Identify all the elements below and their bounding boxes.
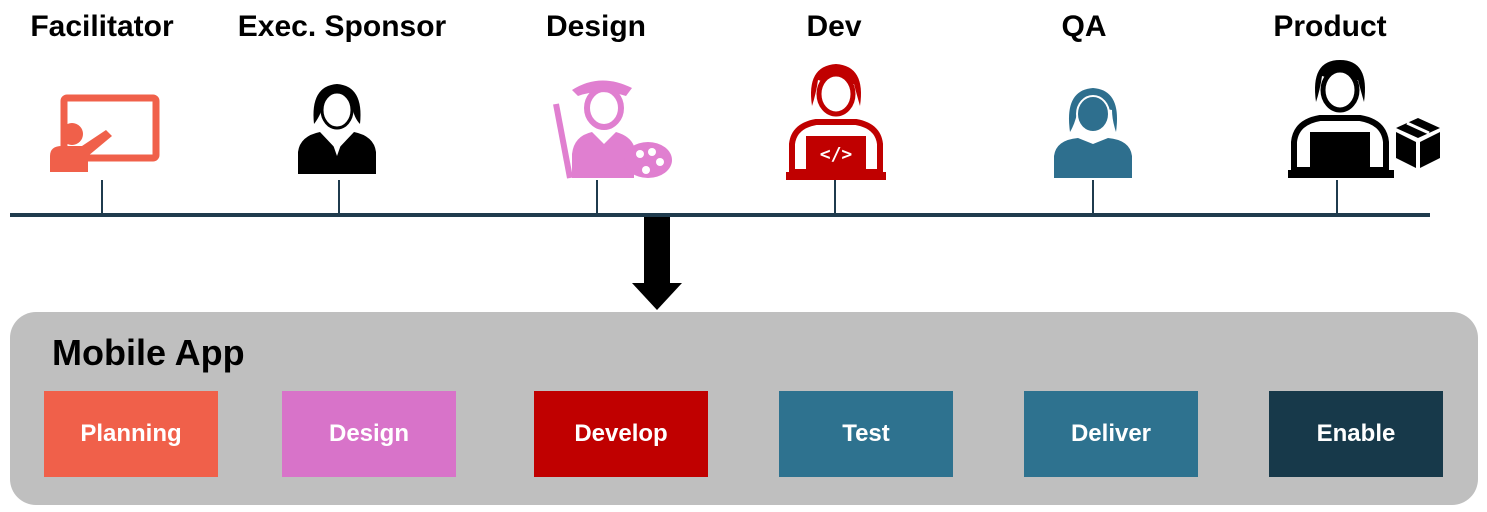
svg-text:</>: </>	[820, 144, 853, 165]
developer-laptop-code-icon: </>	[786, 64, 886, 180]
stage-label: Deliver	[1070, 420, 1152, 447]
stage-develop: Develop	[534, 391, 708, 477]
timeline-tick-dev	[834, 180, 836, 214]
timeline-line	[10, 213, 1430, 217]
stage-deliver: Deliver	[1024, 391, 1198, 477]
role-dev: Dev	[714, 0, 954, 215]
role-product: Product	[1210, 0, 1450, 215]
role-label: Design	[545, 10, 647, 43]
role-label: Product	[1273, 10, 1387, 43]
role-label: QA	[1061, 10, 1107, 43]
role-label: Dev	[806, 10, 862, 43]
timeline-tick-qa	[1092, 180, 1094, 214]
timeline-tick-exec-sponsor	[338, 180, 340, 214]
container-title: Mobile App	[52, 332, 245, 373]
stage-test: Test	[779, 391, 953, 477]
stage-label: Develop	[574, 420, 668, 447]
down-arrow-icon	[632, 283, 682, 310]
stage-label: Test	[842, 420, 890, 447]
role-label: Exec. Sponsor	[237, 10, 447, 43]
box-icon	[1396, 118, 1440, 168]
stage-label: Design	[328, 420, 409, 447]
timeline-tick-product	[1336, 180, 1338, 214]
mobile-app-container: Mobile App Planning Design Develop Test …	[10, 312, 1478, 505]
presenter-whiteboard-icon	[50, 94, 160, 172]
role-facilitator: Facilitator	[0, 0, 222, 215]
businesswoman-icon	[298, 84, 376, 174]
timeline-tick-design	[596, 180, 598, 214]
stage-enable: Enable	[1269, 391, 1443, 477]
artist-palette-icon	[553, 80, 672, 179]
stage-design: Design	[282, 391, 456, 477]
stage-label: Planning	[80, 420, 182, 447]
stage-label: Enable	[1316, 420, 1396, 447]
role-exec-sponsor: Exec. Sponsor	[222, 0, 462, 215]
down-arrow-shaft	[644, 217, 670, 283]
role-design: Design	[476, 0, 716, 215]
woman-user-icon	[1054, 88, 1132, 178]
role-qa: QA	[964, 0, 1204, 215]
timeline-tick-facilitator	[101, 180, 103, 214]
role-label: Facilitator	[30, 10, 174, 43]
person-laptop-box-icon	[1288, 60, 1440, 178]
stage-planning: Planning	[44, 391, 218, 477]
